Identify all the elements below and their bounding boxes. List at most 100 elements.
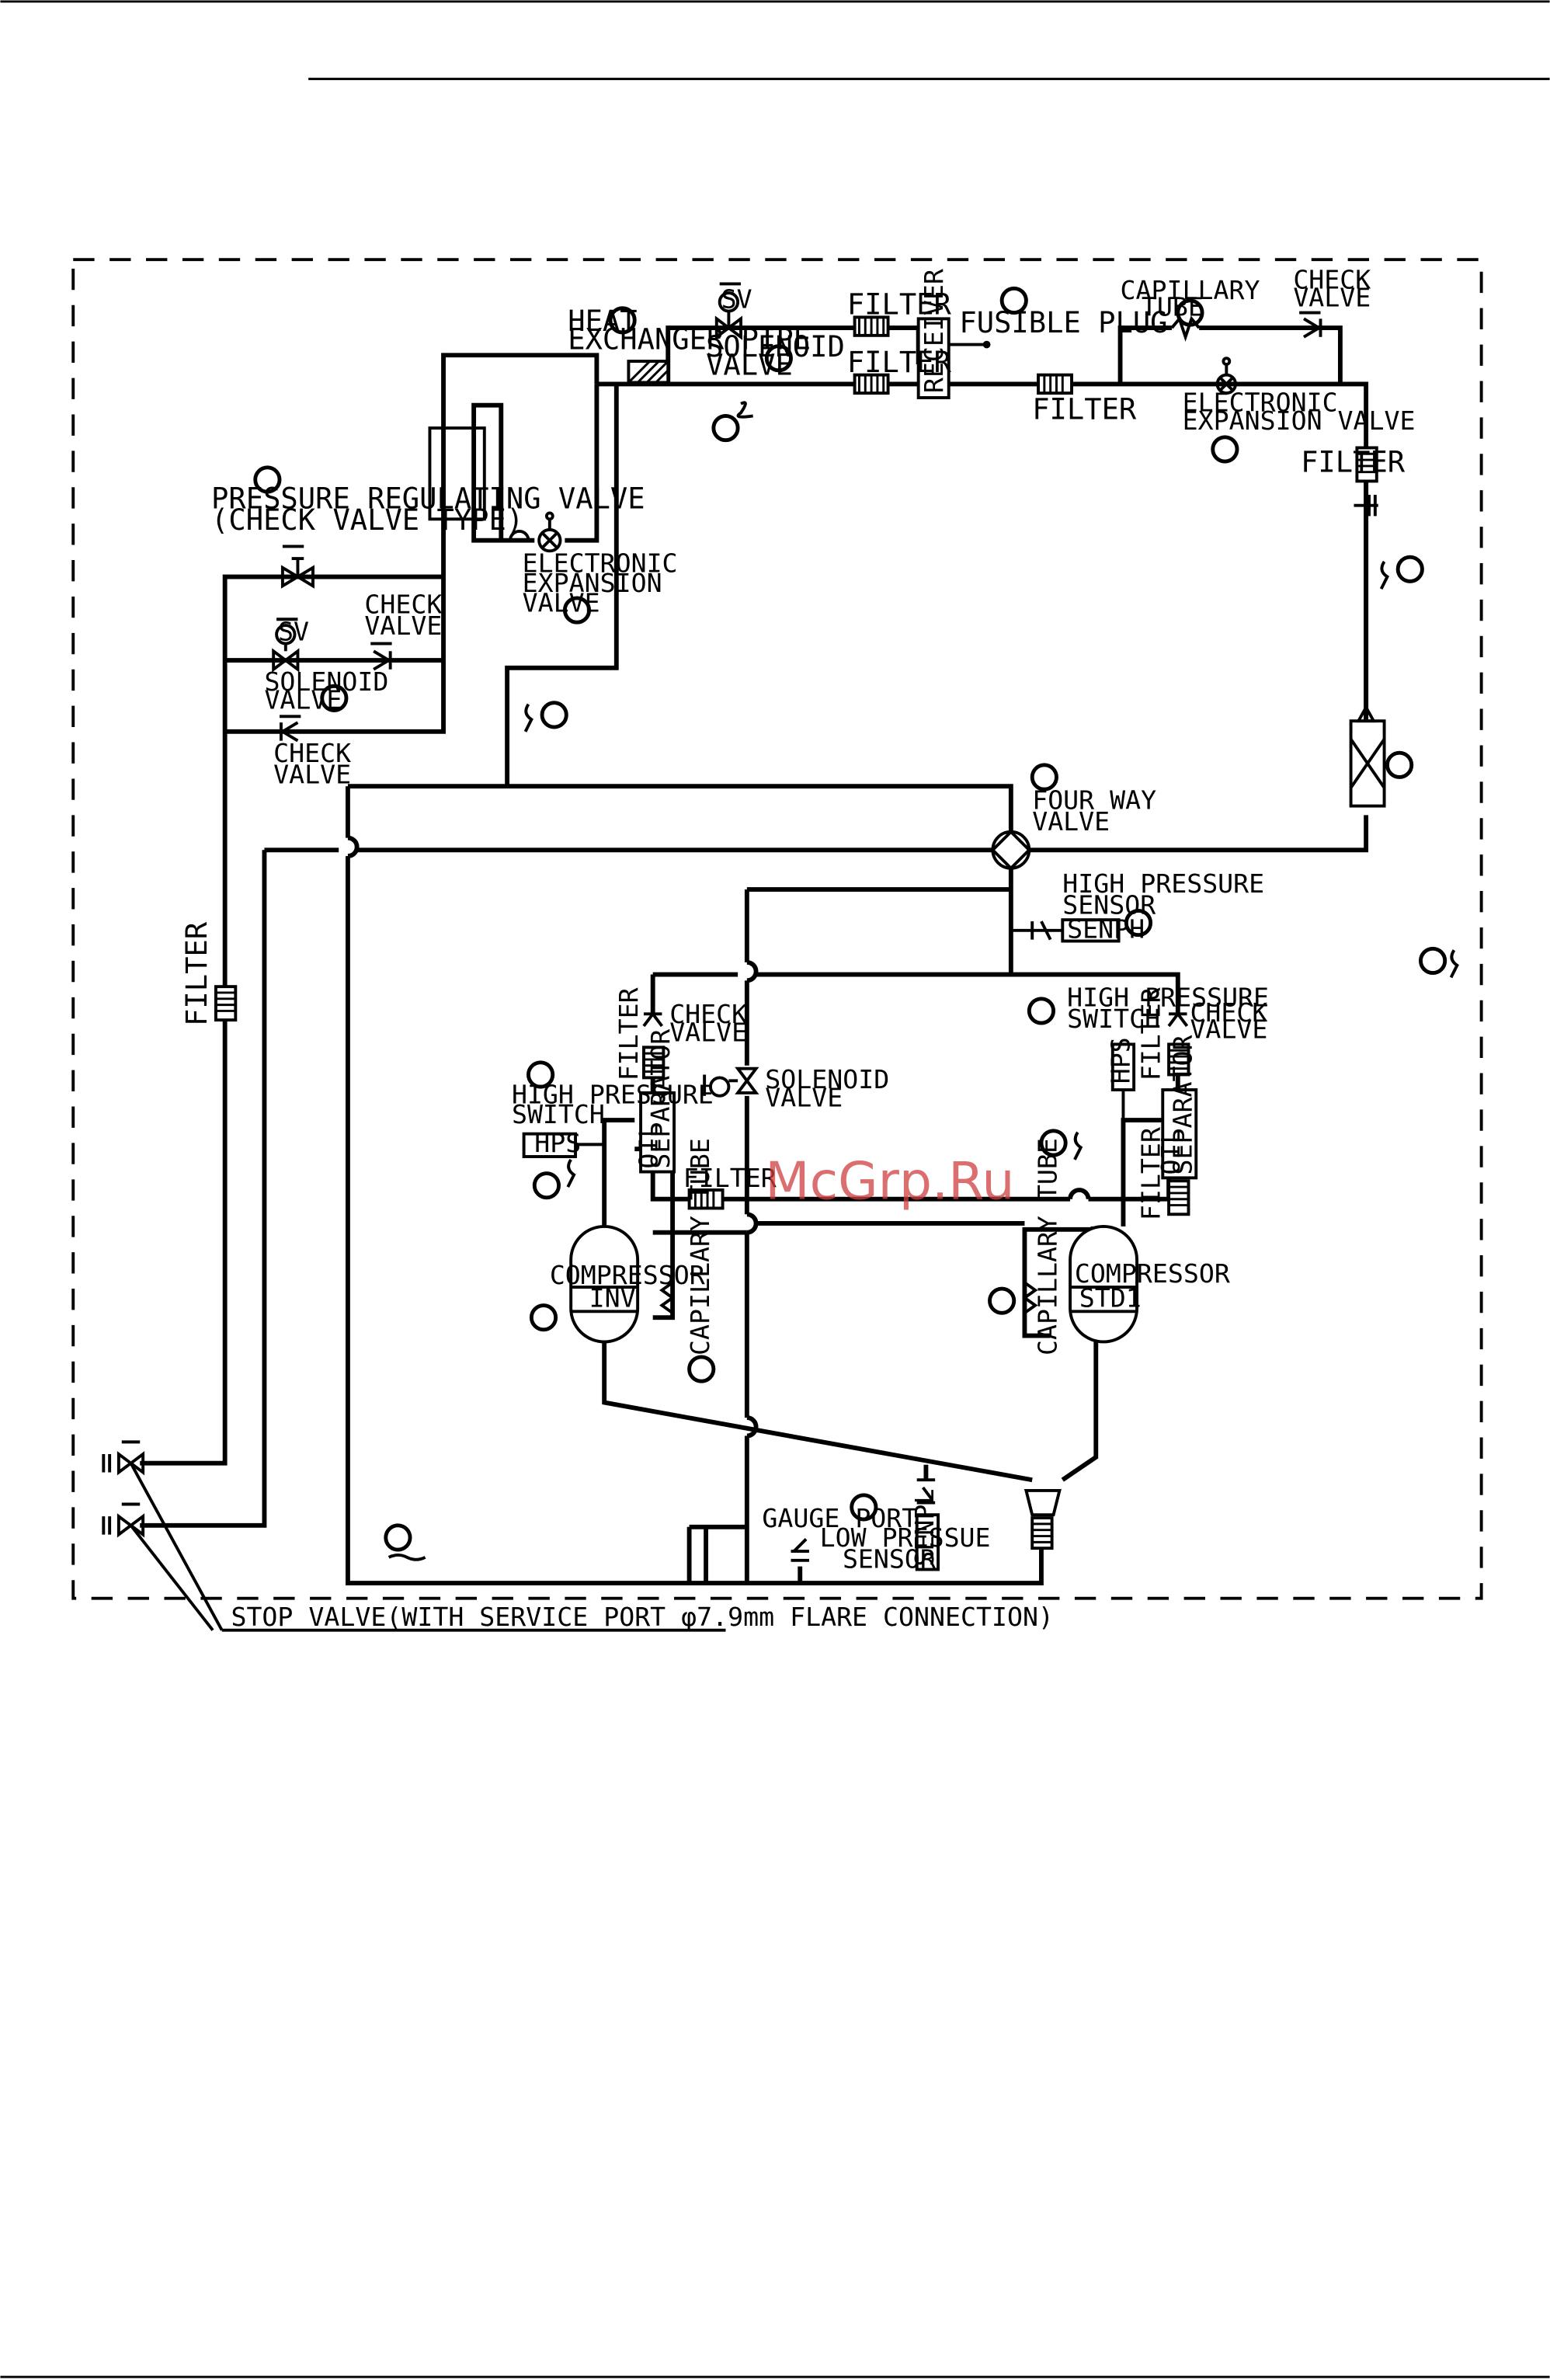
heat-exchanger [441, 353, 599, 577]
heat-exchanger-pipe-icon [627, 360, 670, 384]
filter-icon [853, 315, 890, 337]
svg-text:INV: INV [589, 1282, 636, 1313]
svg-text:VALVE: VALVE [706, 349, 793, 382]
svg-text:OIL: OIL [634, 1122, 664, 1169]
unit-boundary-frame [71, 258, 1483, 1600]
svg-text:HIGH PRESSURE: HIGH PRESSURE [1062, 868, 1264, 899]
solenoid-valve-icon [703, 1066, 759, 1098]
filter-icon [1355, 446, 1378, 483]
expansion-valve-icon [1215, 357, 1238, 395]
accumulator [1023, 1488, 1062, 1517]
oil-separator-right [1161, 1088, 1198, 1180]
svg-text:SEPARATOR: SEPARATOR [1167, 1035, 1197, 1175]
check-valve-icon [642, 1011, 663, 1028]
watermark: McGrp.Ru [765, 1151, 1014, 1212]
filter-icon [214, 985, 238, 1022]
svg-text:SOLENOID: SOLENOID [264, 666, 388, 697]
filter-icon [853, 373, 890, 395]
svg-text:TUBE: TUBE [1142, 291, 1204, 322]
svg-text:COMPRESSOR: COMPRESSOR [550, 1260, 705, 1290]
check-valve-icon [370, 642, 392, 671]
svg-text:SWITCH: SWITCH [512, 1099, 605, 1129]
svg-text:VALVE: VALVE [364, 611, 442, 641]
svg-text:SENSOR: SENSOR [843, 1544, 936, 1574]
pressure-regulating-valve-icon [280, 545, 315, 589]
svg-text:CHECK: CHECK [273, 738, 351, 768]
check-valve-icon [1299, 311, 1322, 339]
filter-icon [687, 1188, 725, 1210]
svg-text:HEAT: HEAT [568, 304, 637, 338]
hps-left [522, 1132, 577, 1158]
svg-text:HIGH PRESSURE: HIGH PRESSURE [1067, 983, 1269, 1013]
svg-text:FILTER: FILTER [180, 921, 214, 1026]
svg-text:SOLENOID: SOLENOID [706, 330, 845, 364]
thermistor-icon [388, 401, 1459, 1561]
stop-valve-label: STOP VALVE(WITH SERVICE PORT φ7.9mm FLAR… [231, 1602, 1053, 1632]
svg-text:SENSOR: SENSOR [1062, 889, 1156, 920]
svg-text:SV: SV [278, 617, 309, 647]
svg-text:VALVE: VALVE [1190, 1014, 1267, 1045]
senpl-box [915, 1513, 940, 1571]
check-valve-icon [1354, 495, 1378, 517]
solenoid-valve-icon: SV [714, 282, 752, 340]
svg-text:SENPH: SENPH [1067, 914, 1145, 945]
check-valve-icon [279, 715, 301, 743]
svg-text:FILTER: FILTER [613, 987, 644, 1080]
svg-text:FILTER: FILTER [683, 1163, 777, 1193]
svg-text:CHECK: CHECK [1293, 264, 1371, 294]
svg-text:PRESSURE REGULATING VALVE: PRESSURE REGULATING VALVE [211, 482, 645, 516]
svg-text:COMPRESSOR: COMPRESSOR [1075, 1258, 1230, 1289]
svg-text:CHECK: CHECK [1190, 997, 1267, 1028]
filter-icon [1037, 373, 1073, 395]
svg-text:VALVE: VALVE [1293, 283, 1371, 313]
stop-valve-icon [102, 1502, 145, 1538]
oil-separator-left [639, 1091, 676, 1174]
compressor-icon: INV [569, 1224, 640, 1344]
expansion-valve-icon [509, 511, 562, 553]
svg-text:EXPANSION VALVE: EXPANSION VALVE [1183, 405, 1416, 436]
high-pressure-sensor: SENPH [1010, 914, 1145, 945]
svg-text:EXCHANGER PIPE: EXCHANGER PIPE [568, 322, 811, 356]
svg-text:VALVE: VALVE [669, 1018, 747, 1048]
svg-text:STD1: STD1 [1079, 1282, 1142, 1313]
filter-icon [642, 1046, 666, 1080]
svg-text:ELECTRONIC: ELECTRONIC [523, 548, 678, 579]
filter-icon [1167, 1042, 1190, 1077]
svg-text:VALVE: VALVE [1032, 806, 1110, 837]
svg-text:FILTER: FILTER [1301, 446, 1406, 479]
capillary-tube-top [1170, 315, 1201, 342]
svg-text:FILTER: FILTER [847, 346, 952, 379]
four-way-valve-icon [990, 830, 1032, 871]
diagram-labels: HEAT EXCHANGER PIPE SOLENOID VALVE FILTE… [180, 264, 1415, 1632]
svg-text:CAPILLARY TUBE: CAPILLARY TUBE [685, 1138, 715, 1355]
svg-text:(CHECK VALVE TYPE): (CHECK VALVE TYPE) [211, 503, 523, 537]
svg-text:FOUR WAY: FOUR WAY [1032, 785, 1156, 816]
svg-text:SV: SV [721, 284, 752, 315]
svg-text:HPS: HPS [1105, 1037, 1135, 1084]
svg-text:SWITCH: SWITCH [1067, 1004, 1160, 1034]
filter-icon [1030, 1516, 1054, 1550]
filter-icon [1167, 1179, 1190, 1216]
svg-text:CAPILLARY TUBE: CAPILLARY TUBE [1032, 1138, 1062, 1355]
svg-text:HIGH PRESSURE: HIGH PRESSURE [512, 1080, 714, 1110]
svg-text:LOW PRESSUE: LOW PRESSUE [820, 1522, 991, 1553]
svg-text:SEPARATOR: SEPARATOR [645, 1029, 676, 1169]
svg-text:OIL: OIL [1156, 1128, 1186, 1174]
svg-text:FILTER: FILTER [1032, 392, 1137, 426]
compressor-icon: STD1 [1069, 1224, 1142, 1344]
svg-text:VALVE: VALVE [523, 587, 600, 618]
svg-text:CAPILLARY: CAPILLARY [1121, 275, 1260, 305]
receiver-label: RECEIVER [919, 269, 949, 393]
receiver [916, 317, 951, 399]
svg-text:GAUGE PORT: GAUGE PORT [762, 1503, 917, 1533]
svg-text:FUSIBLE PLUG: FUSIBLE PLUG [959, 306, 1167, 339]
svg-text:SOLENOID: SOLENOID [765, 1064, 889, 1094]
svg-text:CHECK: CHECK [669, 999, 747, 1029]
svg-text:VALVE: VALVE [765, 1083, 843, 1113]
stop-valve-icon [102, 1440, 145, 1476]
svg-text:CHECK: CHECK [364, 589, 442, 619]
solenoid-valve-icon: SV [272, 617, 309, 673]
svg-text:FILTER: FILTER [1135, 987, 1166, 1080]
svg-text:VALVE: VALVE [273, 759, 351, 789]
